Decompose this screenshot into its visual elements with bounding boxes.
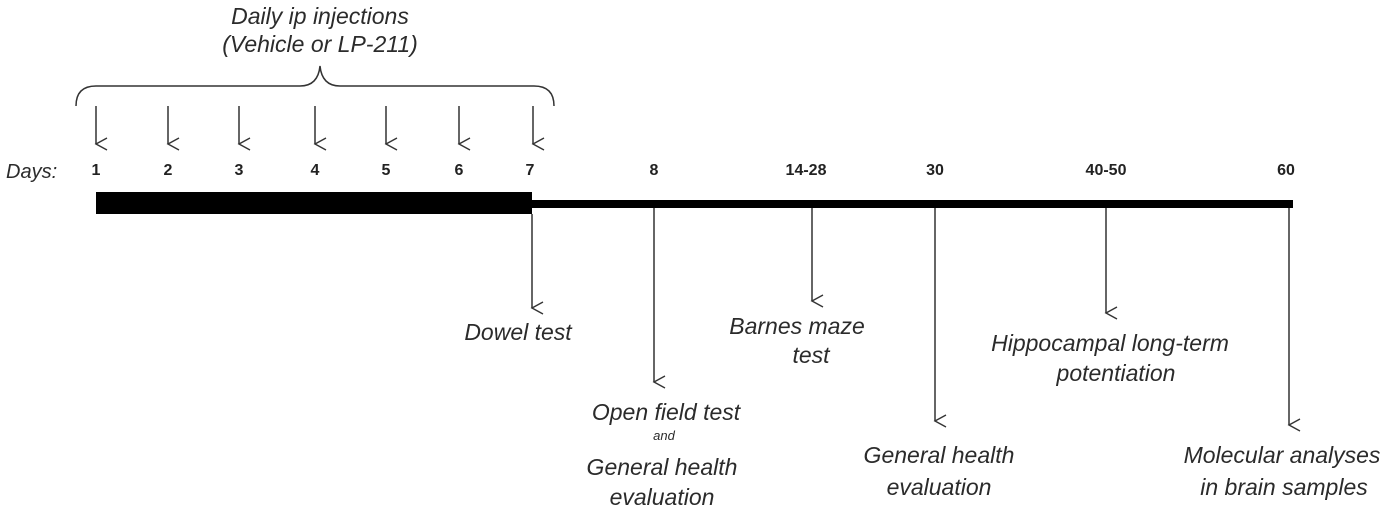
day-30: 30 — [926, 162, 944, 179]
event-general-health-b-line2: evaluation — [886, 474, 992, 500]
event-open-field-test: Open field test — [591, 399, 741, 425]
event-arrows — [530, 208, 1301, 432]
day-8: 8 — [649, 162, 659, 179]
days-label: Days: — [6, 161, 58, 183]
treatment-bar — [96, 192, 532, 214]
day-3: 3 — [234, 162, 244, 179]
day-40-50: 40-50 — [1085, 162, 1127, 179]
day-1: 1 — [91, 162, 101, 179]
injection-arrows — [94, 106, 545, 151]
injection-brace — [75, 65, 555, 107]
day-4: 4 — [310, 162, 320, 179]
event-general-health-b-line1: General health — [863, 442, 1015, 468]
event-and-word: and — [653, 428, 675, 443]
day-2: 2 — [163, 162, 173, 179]
day-7: 7 — [525, 162, 535, 179]
event-ltp-line2: potentiation — [1056, 360, 1176, 386]
event-general-health-a-line1: General health — [586, 454, 738, 480]
event-barnes-maze-line1: Barnes maze — [729, 313, 865, 339]
event-ltp-line1: Hippocampal long-term — [991, 330, 1229, 356]
header-line-2: (Vehicle or LP-211) — [222, 31, 418, 57]
header-line-1: Daily ip injections — [231, 3, 409, 29]
timeline-line — [530, 200, 1293, 208]
day-5: 5 — [381, 162, 391, 179]
day-14-28: 14-28 — [785, 162, 827, 179]
event-general-health-a-line2: evaluation — [609, 484, 715, 510]
event-molecular-line1: Molecular analyses — [1183, 442, 1381, 468]
event-dowel-test: Dowel test — [464, 319, 572, 345]
day-6: 6 — [454, 162, 464, 179]
event-molecular-line2: in brain samples — [1200, 474, 1368, 500]
day-60: 60 — [1277, 162, 1295, 179]
event-barnes-maze-line2: test — [792, 342, 830, 368]
